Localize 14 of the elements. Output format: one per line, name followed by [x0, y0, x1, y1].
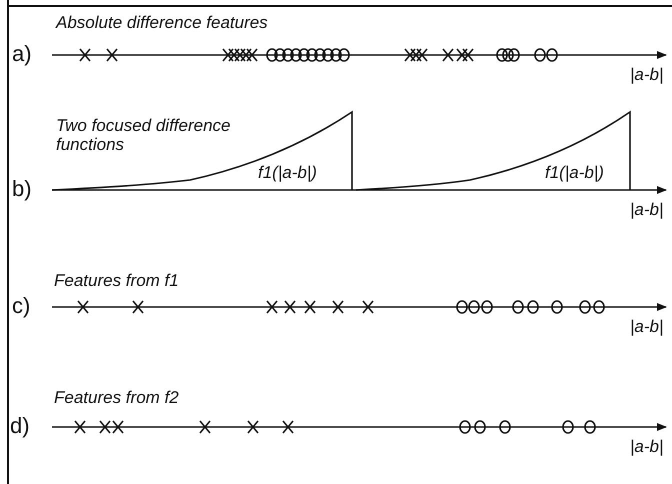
panel-letter: a)	[12, 42, 32, 66]
panel-letter: b)	[12, 177, 32, 202]
axis-label: |a-b|	[630, 438, 664, 457]
panel-letter: c)	[12, 294, 30, 318]
axis-label: |a-b|	[630, 66, 664, 85]
function-label: f1(|a-b|)	[258, 164, 317, 183]
panel-heading: Features from f1	[54, 272, 179, 291]
panel-heading: Absolute difference features	[56, 14, 268, 33]
panel-heading: Two focused difference functions	[56, 117, 232, 154]
function-label: f1(|a-b|)	[545, 164, 604, 183]
panel-heading: Features from f2	[54, 389, 179, 408]
axis-label: |a-b|	[630, 201, 664, 220]
axis-label: |a-b|	[630, 318, 664, 337]
panel-letter: d)	[10, 414, 30, 438]
